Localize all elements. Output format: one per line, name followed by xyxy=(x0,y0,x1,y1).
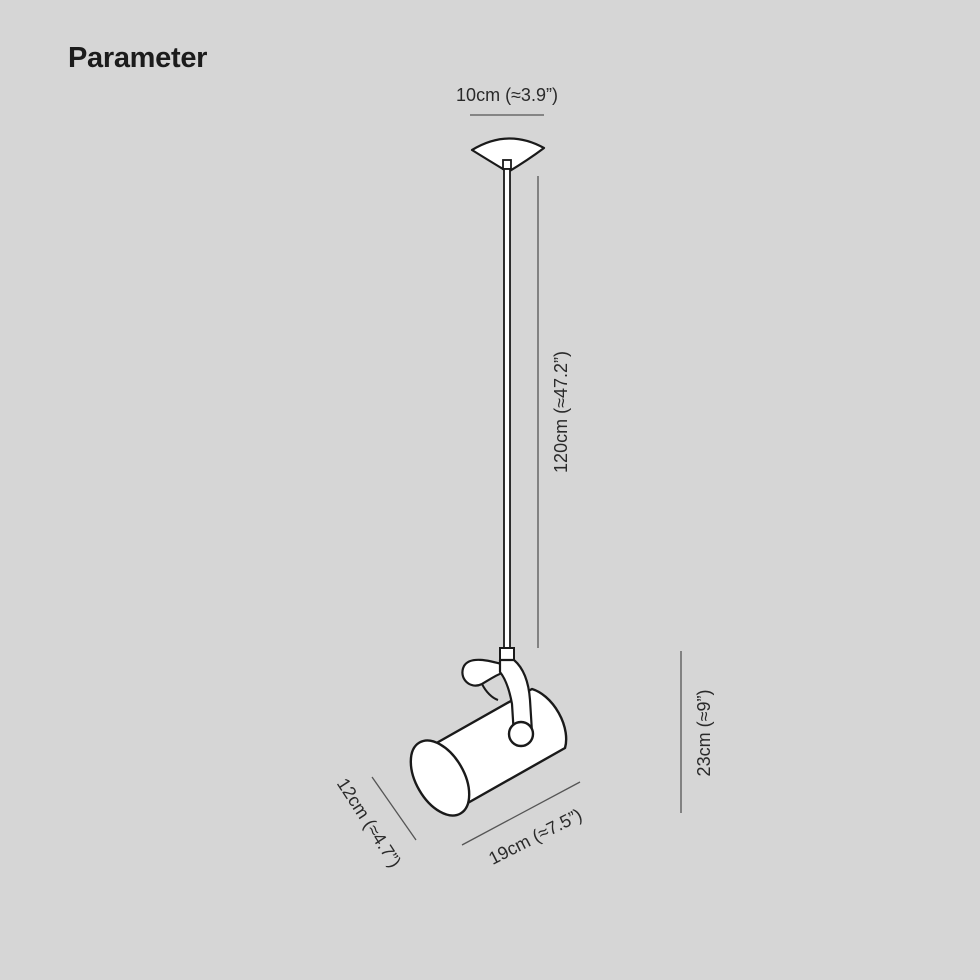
shade-length-label: 19cm (≈7.5”) xyxy=(485,805,585,869)
suspension-cord xyxy=(503,168,511,650)
ribbon-handle xyxy=(461,658,506,687)
canopy-width-label: 10cm (≈3.9”) xyxy=(456,85,558,105)
pivot-knob xyxy=(507,720,535,748)
ceiling-canopy xyxy=(470,137,546,174)
shade-diameter-dimension-line xyxy=(371,776,417,841)
shade-length-dimension-line xyxy=(461,781,581,846)
page-title: Parameter xyxy=(68,42,208,74)
ribbon-fold xyxy=(481,683,499,701)
spotlight-head xyxy=(409,647,568,817)
shade-opening xyxy=(409,739,471,817)
head-height-label: 23cm (≈9”) xyxy=(694,690,714,777)
cord-length-label: 120cm (≈47.2”) xyxy=(551,351,571,473)
shade-diameter-label: 12cm (≈4.7”) xyxy=(333,775,405,871)
canopy-cord-grip xyxy=(502,159,512,170)
